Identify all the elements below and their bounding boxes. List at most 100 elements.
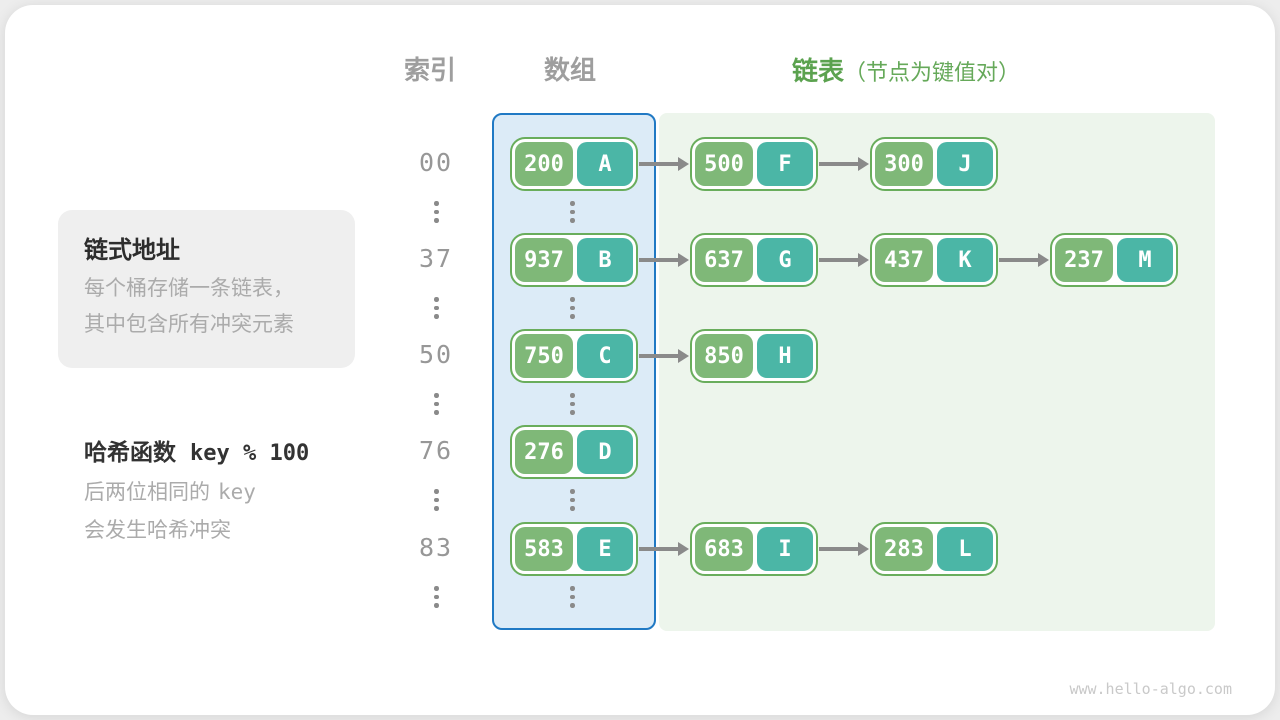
dot bbox=[570, 201, 575, 206]
arrow-line bbox=[819, 162, 858, 166]
dot bbox=[434, 410, 439, 415]
vertical-ellipsis-icon bbox=[434, 586, 440, 608]
node-key: 583 bbox=[515, 527, 573, 571]
arrow-right-icon bbox=[819, 542, 869, 556]
dot bbox=[570, 586, 575, 591]
vertical-ellipsis-icon bbox=[434, 201, 440, 223]
node-key: 637 bbox=[695, 238, 753, 282]
arrow-right-icon bbox=[639, 157, 689, 171]
node-value: E bbox=[577, 527, 633, 571]
hash-note-code: key bbox=[218, 480, 256, 504]
dot bbox=[434, 401, 439, 406]
node-value: A bbox=[577, 142, 633, 186]
node-value: C bbox=[577, 334, 633, 378]
hash-function-label: 哈希函数 bbox=[84, 439, 176, 465]
info-box-line: 每个桶存储一条链表， bbox=[84, 277, 294, 300]
dot bbox=[570, 497, 575, 502]
arrow-right-icon bbox=[819, 253, 869, 267]
arrow-line bbox=[819, 547, 858, 551]
dot bbox=[434, 603, 439, 608]
arrow-head bbox=[678, 349, 689, 363]
arrow-head bbox=[858, 253, 869, 267]
node-key: 683 bbox=[695, 527, 753, 571]
arrow-line bbox=[639, 258, 678, 262]
list-header-note: （节点为键值对） bbox=[844, 60, 1021, 85]
dot bbox=[434, 297, 439, 302]
dot bbox=[570, 314, 575, 319]
dot bbox=[434, 201, 439, 206]
node-value: F bbox=[757, 142, 813, 186]
node-value: K bbox=[937, 238, 993, 282]
dot bbox=[434, 393, 439, 398]
arrow-line bbox=[639, 354, 678, 358]
index-label: 83 bbox=[418, 533, 454, 562]
arrow-right-icon bbox=[999, 253, 1049, 267]
array-column-header: 数组 bbox=[543, 55, 596, 85]
dot bbox=[570, 297, 575, 302]
dot bbox=[570, 305, 575, 310]
index-label: 76 bbox=[418, 436, 454, 465]
dot bbox=[570, 209, 575, 214]
vertical-ellipsis-icon bbox=[434, 393, 440, 415]
dot bbox=[434, 209, 439, 214]
arrow-right-icon bbox=[639, 349, 689, 363]
index-column-header: 索引 bbox=[403, 55, 456, 85]
vertical-ellipsis-icon bbox=[570, 393, 576, 415]
dot bbox=[434, 305, 439, 310]
hash-function-title: 哈希函数 key % 100 bbox=[84, 433, 309, 467]
node-key: 937 bbox=[515, 238, 573, 282]
dot bbox=[434, 497, 439, 502]
info-box-title: 链式地址 bbox=[84, 237, 180, 264]
node-key: 237 bbox=[1055, 238, 1113, 282]
node-value: G bbox=[757, 238, 813, 282]
dot bbox=[570, 401, 575, 406]
arrow-head bbox=[1038, 253, 1049, 267]
index-label: 00 bbox=[418, 148, 454, 177]
dot bbox=[570, 218, 575, 223]
dot bbox=[570, 603, 575, 608]
arrow-right-icon bbox=[639, 253, 689, 267]
node-value: D bbox=[577, 430, 633, 474]
vertical-ellipsis-icon bbox=[434, 489, 440, 511]
list-header-label: 链表 bbox=[792, 56, 845, 86]
dot bbox=[434, 506, 439, 511]
arrow-head bbox=[678, 253, 689, 267]
arrow-line bbox=[819, 258, 858, 262]
node-key: 500 bbox=[695, 142, 753, 186]
dot bbox=[570, 594, 575, 599]
dot bbox=[434, 489, 439, 494]
dot bbox=[570, 393, 575, 398]
arrow-head bbox=[858, 542, 869, 556]
vertical-ellipsis-icon bbox=[570, 489, 576, 511]
watermark: www.hello-algo.com bbox=[1069, 680, 1232, 698]
arrow-line bbox=[639, 162, 678, 166]
dot bbox=[434, 594, 439, 599]
hash-note-line: 会发生哈希冲突 bbox=[84, 519, 231, 542]
dot bbox=[434, 586, 439, 591]
hash-function-formula: key % 100 bbox=[190, 441, 310, 466]
hash-note-text: 后两位相同的 bbox=[84, 481, 210, 504]
node-value: B bbox=[577, 238, 633, 282]
info-box-chaining: 链式地址 每个桶存储一条链表， 其中包含所有冲突元素 bbox=[58, 210, 355, 368]
dot bbox=[570, 410, 575, 415]
node-value: I bbox=[757, 527, 813, 571]
dot bbox=[434, 314, 439, 319]
node-key: 283 bbox=[875, 527, 933, 571]
vertical-ellipsis-icon bbox=[570, 297, 576, 319]
vertical-ellipsis-icon bbox=[434, 297, 440, 319]
dot bbox=[434, 218, 439, 223]
node-key: 850 bbox=[695, 334, 753, 378]
